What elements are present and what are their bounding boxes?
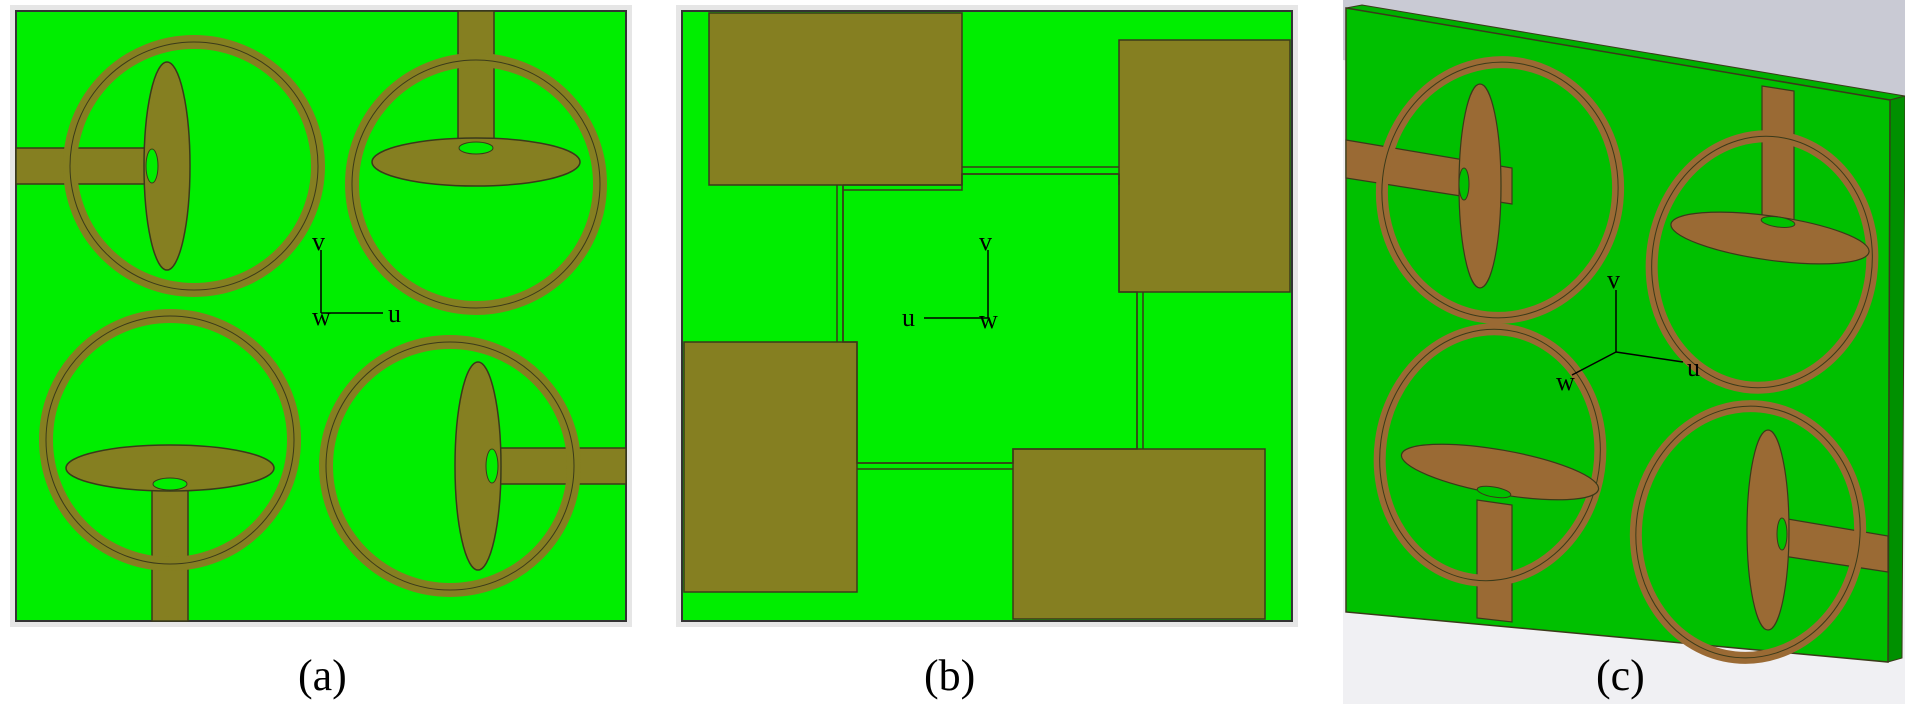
panel-b: v w u [676,5,1298,627]
caption-b: (b) [924,651,975,700]
axes-b: v w u [902,227,998,334]
unit-cell-bottom-right [319,335,627,597]
axis-label-v: v [1607,265,1620,294]
axis-label-w: w [979,305,998,334]
patch-bottom-right [1012,448,1266,620]
axis-label-u: u [388,299,401,328]
patch-top-left [708,12,963,186]
axis-label-u: u [902,303,915,332]
axis-label-v: v [979,227,992,256]
axis-label-w: w [312,302,331,331]
panel-a-substrate [15,10,627,622]
unit-cell-top-left [15,35,325,297]
unit-cell-top-right [345,10,607,315]
unit-cell-top-left-3d [1345,56,1625,324]
caption-a: (a) [298,651,347,700]
caption-c: (c) [1596,651,1645,700]
unit-cell-bottom-right-3d [1629,400,1889,664]
patch-top-right [1118,39,1291,293]
axis-label-v: v [312,227,325,256]
unit-cell-bottom-left-3d [1373,323,1607,623]
axis-label-u: u [1687,353,1700,382]
patch-bottom-left [683,341,858,593]
panel-c: v u w [1343,0,1905,704]
unit-cell-bottom-left [39,309,301,622]
axis-label-w: w [1556,367,1575,396]
axes-a: v w u [312,227,401,331]
panel-a: v w u [10,5,632,627]
axes-c: v u w [1556,265,1700,396]
inner-square [842,173,1138,464]
unit-cell-top-right-3d [1645,85,1879,394]
